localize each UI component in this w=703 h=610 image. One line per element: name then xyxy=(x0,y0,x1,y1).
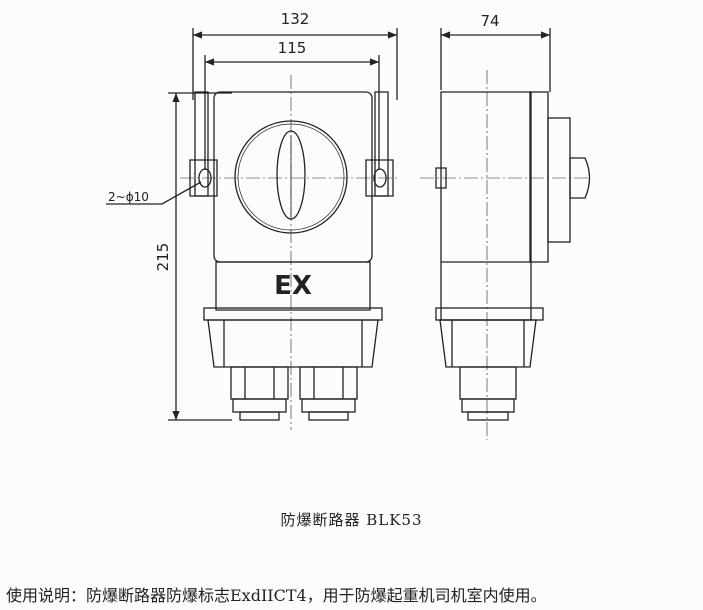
dimension-mount-spacing xyxy=(204,55,380,170)
front-view xyxy=(106,28,400,430)
side-switch-knob xyxy=(569,157,591,199)
dimension-depth-label: 74 xyxy=(480,12,499,30)
technical-drawing: 132 115 74 215 2~ϕ10 EX xyxy=(106,10,591,440)
dimension-height xyxy=(168,92,232,421)
hole-callout-label: 2~ϕ10 xyxy=(108,190,149,204)
dimension-height-label: 215 xyxy=(154,243,172,272)
hole-callout-leader xyxy=(106,181,202,205)
drawing-caption: 防爆断路器 BLK53 xyxy=(280,511,423,529)
side-mount-tab xyxy=(435,167,447,189)
lower-case xyxy=(215,261,371,311)
side-view xyxy=(420,28,591,440)
dimension-overall-width xyxy=(192,28,398,100)
cable-gland-left xyxy=(230,366,289,421)
dimension-overall-width-label: 132 xyxy=(281,10,310,28)
usage-note: 使用说明：防爆断路器防爆标志ExdIICT4，用于防爆起重机司机室内使用。 xyxy=(6,586,547,605)
mounting-flange-left xyxy=(189,91,218,197)
side-body xyxy=(440,91,532,321)
gland-base xyxy=(207,319,379,368)
dimension-depth xyxy=(440,28,551,92)
dimension-mount-spacing-label: 115 xyxy=(278,39,307,57)
ex-mark: EX xyxy=(274,271,312,301)
cable-gland-right xyxy=(299,366,358,421)
side-front-plate xyxy=(529,91,549,263)
